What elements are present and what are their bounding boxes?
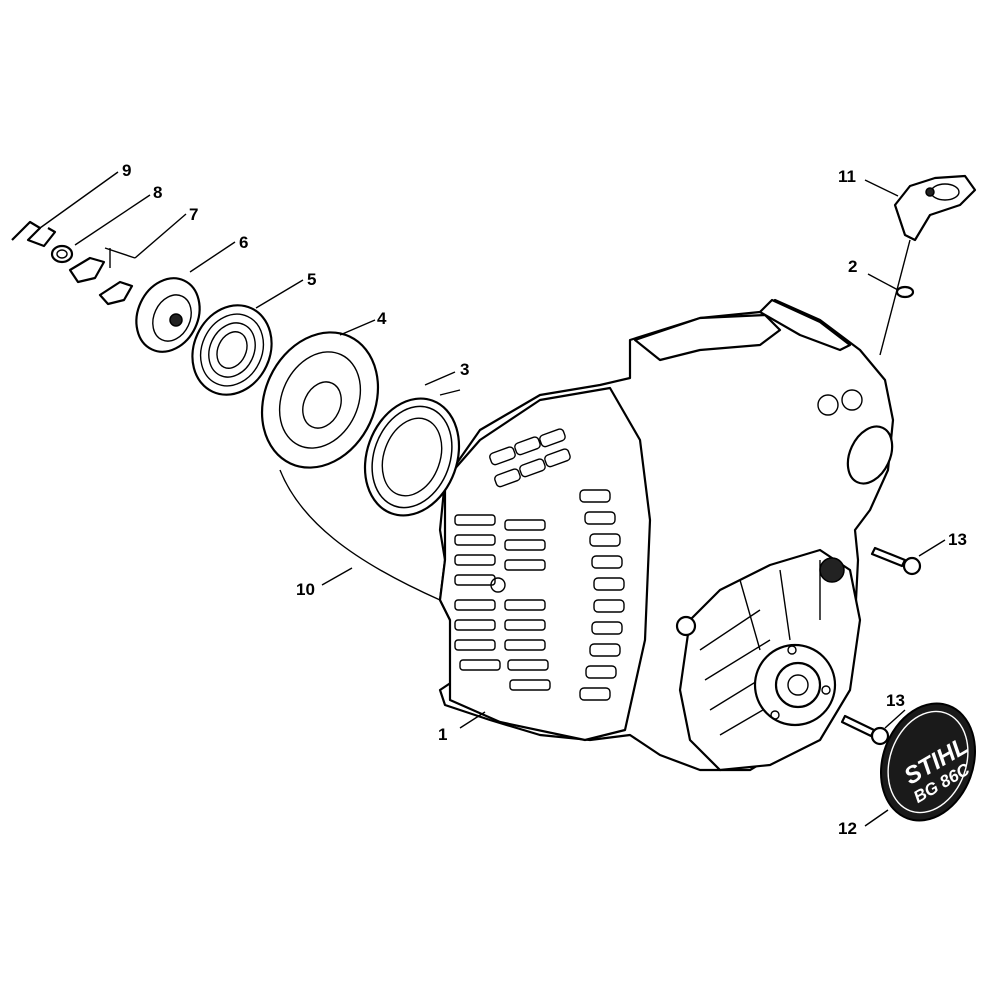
callout-9: 9 bbox=[122, 161, 131, 180]
callout-2: 2 bbox=[848, 257, 857, 276]
callout-4: 4 bbox=[377, 309, 387, 328]
starter-rope bbox=[279, 469, 441, 601]
intake-grille bbox=[675, 548, 862, 772]
rope-rotor-part bbox=[260, 331, 380, 469]
callout-5: 5 bbox=[307, 270, 316, 289]
pawl-part bbox=[68, 256, 134, 306]
callout-11: 11 bbox=[838, 167, 856, 186]
spring-clip-part bbox=[11, 220, 57, 248]
callout-labels: 1 2 3 4 5 6 7 8 9 10 11 12 13 13 bbox=[122, 161, 967, 838]
washer-part bbox=[50, 244, 74, 264]
fan-housing-part bbox=[438, 298, 895, 772]
callout-7: 7 bbox=[189, 205, 198, 224]
leader-lines bbox=[39, 171, 946, 827]
callout-3: 3 bbox=[460, 360, 469, 379]
logo-plate-part: STIHL BG 86C bbox=[879, 702, 977, 822]
rope-sleeve-part bbox=[879, 239, 915, 356]
screw-upper-part bbox=[870, 546, 922, 576]
callout-8: 8 bbox=[153, 183, 162, 202]
callout-6: 6 bbox=[239, 233, 248, 252]
spring-coil-part bbox=[191, 304, 273, 396]
pawl-carrier-part bbox=[135, 277, 201, 353]
rewind-spring-part bbox=[363, 389, 461, 517]
callout-13-lower: 13 bbox=[886, 691, 905, 710]
callout-10: 10 bbox=[296, 580, 315, 599]
callout-1: 1 bbox=[438, 725, 447, 744]
callout-13-upper: 13 bbox=[948, 530, 967, 549]
callout-12: 12 bbox=[838, 819, 857, 838]
screw-lower-part bbox=[840, 714, 890, 746]
vent-slots bbox=[454, 428, 625, 701]
starter-grip-part bbox=[893, 174, 977, 242]
